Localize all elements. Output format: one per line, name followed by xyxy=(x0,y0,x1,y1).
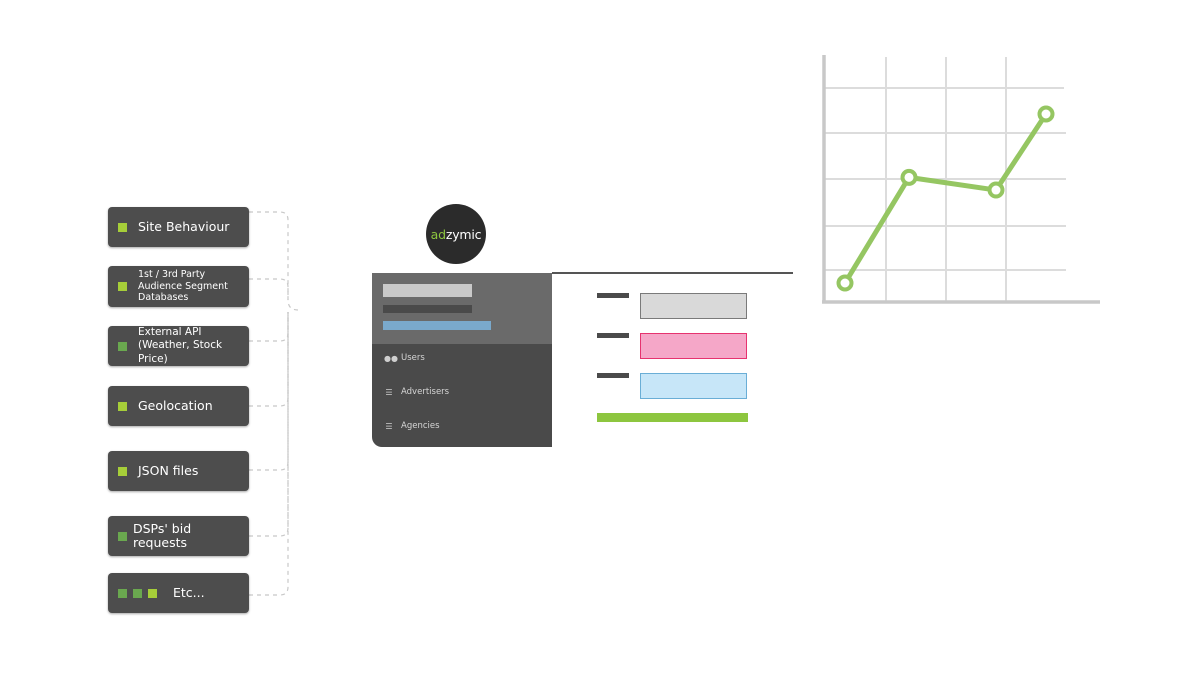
source-label-line: Audience Segment xyxy=(138,280,228,292)
source-label: Geolocation xyxy=(138,397,213,413)
form-field-blue[interactable] xyxy=(640,373,747,399)
sidebar-item-advertisers[interactable]: ☰ Advertisers xyxy=(384,387,449,397)
source-label: Etc... xyxy=(173,584,205,600)
source-dsp-bid-requests: DSPs' bid requests xyxy=(108,516,249,556)
indicator-square xyxy=(148,588,157,598)
source-label-line: 1st / 3rd Party xyxy=(138,269,206,281)
form-field-gray[interactable] xyxy=(640,293,747,319)
list-icon: ☰ xyxy=(385,387,393,397)
source-json-files: JSON files xyxy=(108,451,249,491)
app-sidebar: ●● Users ☰ Advertisers ☰ Agencies xyxy=(372,273,552,447)
chart-grid xyxy=(824,57,1066,301)
form-label-placeholder xyxy=(597,293,629,298)
placeholder-subtitle-bar xyxy=(383,305,472,313)
source-label: DSPs' bid requests xyxy=(133,520,192,550)
source-geolocation: Geolocation xyxy=(108,386,249,426)
source-label-line: External API xyxy=(138,326,202,339)
indicator-square xyxy=(133,588,142,598)
logo-suffix: zymic xyxy=(445,226,482,242)
series-line xyxy=(842,111,1049,286)
list-icon: ☰ xyxy=(385,421,393,431)
indicator-square xyxy=(118,401,127,411)
source-label: 1st / 3rd Party Audience Segment Databas… xyxy=(138,269,228,303)
source-site-behaviour: Site Behaviour xyxy=(108,207,249,247)
placeholder-title-bar xyxy=(383,284,472,297)
sidebar-header xyxy=(372,273,552,344)
source-etc: Etc... xyxy=(108,573,249,613)
sidebar-item-agencies[interactable]: ☰ Agencies xyxy=(384,421,440,431)
indicator-square xyxy=(118,341,127,351)
placeholder-highlight-bar xyxy=(383,321,491,330)
connector-dsp xyxy=(249,312,289,537)
source-label: Site Behaviour xyxy=(138,218,230,234)
app-header-line xyxy=(552,272,793,274)
form-label-placeholder xyxy=(597,333,629,338)
data-point-1 xyxy=(836,274,854,292)
form-submit-bar[interactable] xyxy=(597,413,748,422)
source-external-api: External API (Weather, Stock Price) xyxy=(108,326,249,366)
indicator-square xyxy=(118,588,127,598)
source-label-line: Databases xyxy=(138,292,189,304)
data-point-2 xyxy=(900,168,918,186)
indicator-square xyxy=(118,531,127,541)
connector-etc xyxy=(249,312,289,596)
sidebar-item-label: Advertisers xyxy=(401,387,450,397)
chart-axes xyxy=(822,55,1100,304)
data-point-3 xyxy=(987,181,1005,199)
data-point-4 xyxy=(1037,105,1055,123)
indicator-square xyxy=(118,466,127,476)
sidebar-item-label: Agencies xyxy=(401,421,440,431)
indicator-group xyxy=(118,588,163,598)
sidebar-item-label: Users xyxy=(401,353,425,363)
indicator-square xyxy=(118,282,127,291)
form-label-placeholder xyxy=(597,373,629,378)
source-label-line: (Weather, Stock Price) xyxy=(138,339,223,365)
source-label: JSON files xyxy=(138,462,199,478)
series-points xyxy=(836,105,1055,292)
logo-prefix: ad xyxy=(430,226,446,242)
form-field-pink[interactable] xyxy=(640,333,747,359)
users-icon: ●● xyxy=(384,353,398,363)
source-label: External API (Weather, Stock Price) xyxy=(138,326,249,365)
source-audience-databases: 1st / 3rd Party Audience Segment Databas… xyxy=(108,266,249,307)
connector-site-behaviour xyxy=(249,211,299,311)
sidebar-item-users[interactable]: ●● Users xyxy=(384,353,425,363)
indicator-square xyxy=(118,222,127,232)
connector-audience xyxy=(249,278,289,300)
